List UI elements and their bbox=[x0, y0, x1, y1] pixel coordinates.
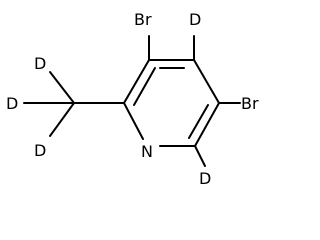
atom-br-right: Br bbox=[241, 94, 259, 113]
bond-c4-c5 bbox=[193, 59, 220, 104]
bond-c6-d bbox=[194, 145, 206, 167]
atom-d-bottom: D bbox=[199, 169, 211, 188]
bond-c-d-bottom bbox=[49, 102, 75, 137]
atom-d-top: D bbox=[189, 10, 201, 29]
atom-cd3-d-top: D bbox=[34, 54, 46, 73]
atom-cd3-d-left: D bbox=[6, 94, 18, 113]
bond-c2-c3 bbox=[123, 59, 150, 104]
bond-n-c2 bbox=[123, 102, 144, 140]
atom-n: N bbox=[141, 142, 153, 161]
structure-diagram: Br D Br N D D D D bbox=[6, 10, 259, 188]
atom-br-top: Br bbox=[134, 10, 152, 29]
bond-c5-c6 bbox=[194, 102, 220, 147]
bond-c5-c6-inner bbox=[188, 104, 209, 139]
bond-c2-c3-inner bbox=[133, 67, 156, 106]
bond-c-d-top bbox=[49, 71, 75, 104]
atom-cd3-d-bottom: D bbox=[34, 141, 46, 160]
molecule-drawing: Br D Br N D D D D bbox=[6, 10, 259, 188]
